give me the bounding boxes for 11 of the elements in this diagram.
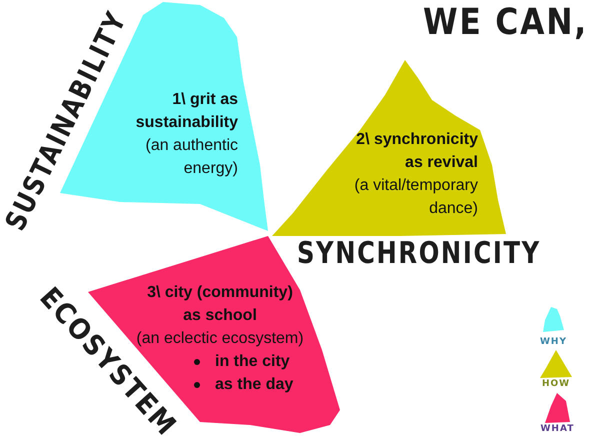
title: WE CAN, [422, 5, 588, 41]
legend-label: WHAT [540, 425, 574, 434]
description-text: (an authentic energy) [144, 136, 238, 179]
description-text: (a vital/temporary dance) [353, 176, 478, 219]
legend-label: HOW [542, 380, 570, 389]
category-label: SYNCHRONICITY [296, 239, 541, 269]
heading-text: 1\ grit as sustainability [134, 90, 238, 133]
list-item-text: as the day [215, 375, 294, 395]
heading-text: 2\ synchronicity as revival [355, 130, 478, 173]
legend-label: WHY [540, 338, 567, 347]
list-item-text: in the city [215, 352, 290, 372]
